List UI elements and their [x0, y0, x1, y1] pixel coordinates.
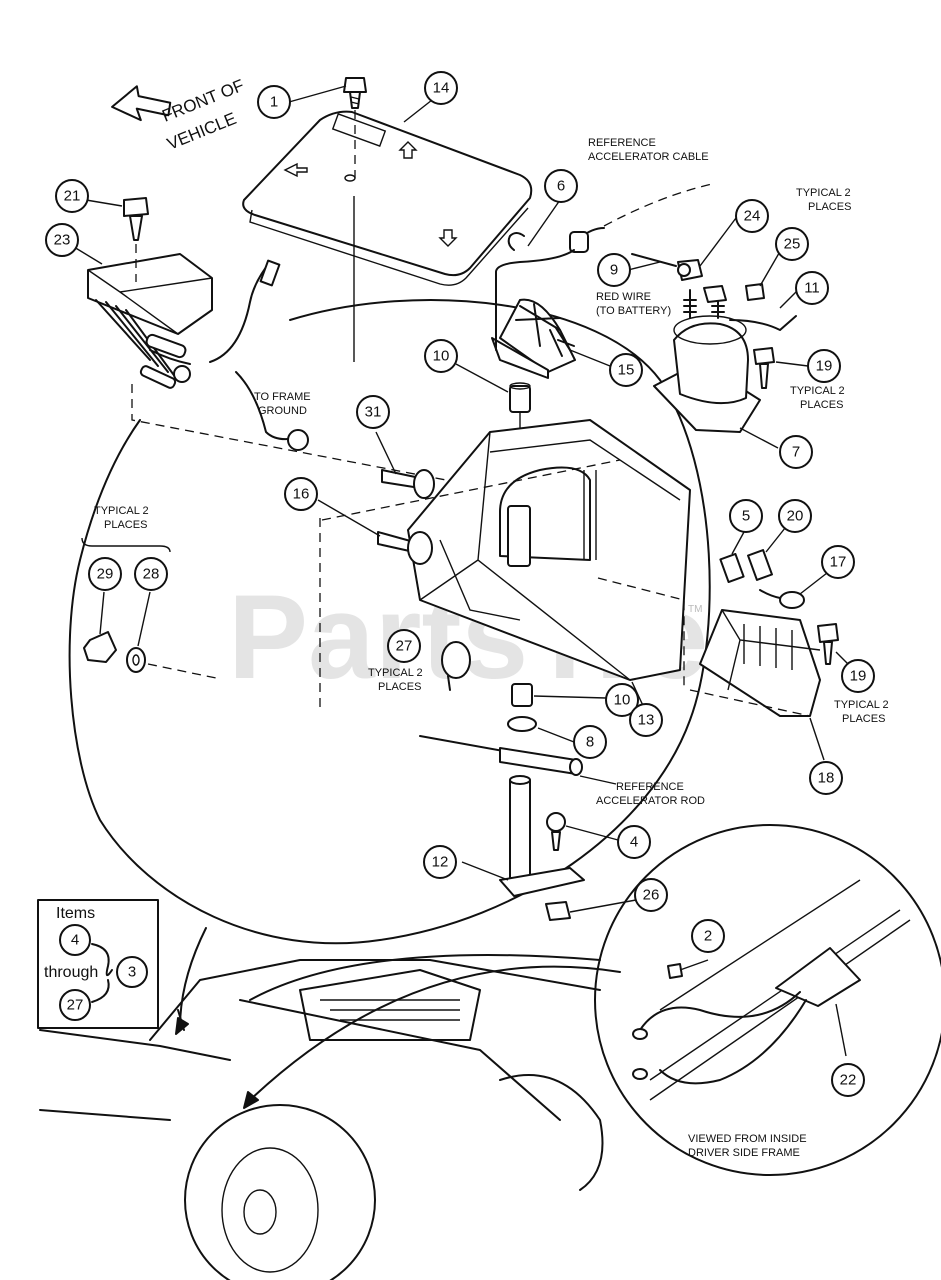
callout-16: 16 [293, 486, 310, 503]
callout-13: 13 [638, 712, 655, 729]
callout-10-top: 10 [433, 348, 450, 365]
screw-part-19-bottom [817, 623, 839, 665]
typical2-top-line2: PLACES [808, 201, 851, 213]
callout-24: 24 [744, 208, 761, 225]
callout-5: 5 [742, 508, 750, 525]
callout-10-bottom: 10 [614, 692, 631, 709]
clip-part-6 [507, 232, 525, 251]
callout-17: 17 [830, 554, 847, 571]
washer-part-28 [126, 647, 146, 673]
sensor-part-15 [491, 271, 576, 379]
legend-ref: 3 [128, 964, 136, 981]
callout-14: 14 [433, 80, 450, 97]
callout-15: 15 [618, 362, 635, 379]
callout-19-bottom: 19 [850, 668, 867, 685]
inset-circle [594, 824, 941, 1176]
pointer-arrow [249, 965, 621, 1101]
callout-7: 7 [792, 444, 800, 461]
nut-part-29 [83, 631, 117, 663]
typical2-27-line1: TYPICAL 2 [368, 667, 423, 679]
watermark-trademark: TM [688, 604, 702, 615]
callout-2: 2 [704, 928, 712, 945]
typical2-19a-line2: PLACES [800, 399, 843, 411]
callout-26: 26 [643, 887, 660, 904]
callout-25: 25 [784, 236, 801, 253]
nut-part-26 [545, 901, 571, 921]
legend-title: Items [56, 905, 95, 922]
callout-11: 11 [804, 280, 820, 297]
callout-21: 21 [64, 188, 81, 205]
typical2-19b-line1: TYPICAL 2 [834, 699, 889, 711]
bolt-part-31 [381, 469, 435, 499]
cover-part-14 [242, 110, 533, 286]
typical2-19a-line1: TYPICAL 2 [790, 385, 845, 397]
viewed-line1: VIEWED FROM INSIDE [688, 1133, 807, 1145]
red-wire-line1: RED WIRE [596, 291, 651, 303]
ref-cable-line1: REFERENCE [588, 137, 656, 149]
callout-6: 6 [557, 178, 565, 195]
ref-rod-line1: REFERENCE [616, 781, 684, 793]
callout-4: 4 [630, 834, 638, 851]
callout-20: 20 [787, 508, 804, 525]
to-frame-line2: GROUND [258, 405, 307, 417]
typical2-27-line2: PLACES [378, 681, 421, 693]
callout-28: 28 [143, 566, 160, 583]
callout-18: 18 [818, 770, 835, 787]
red-wire-line2: (TO BATTERY) [596, 305, 671, 317]
typical2-left-line1: TYPICAL 2 [94, 505, 149, 517]
callout-23: 23 [54, 232, 71, 249]
bushing-part-10-bottom [511, 683, 533, 707]
callout-29: 29 [97, 566, 114, 583]
callouts: 1 14 21 23 6 24 25 9 11 10 15 19 7 31 16… [45, 71, 875, 1097]
callout-27: 27 [396, 638, 413, 655]
callout-1: 1 [270, 94, 278, 111]
screw-part-19-top [753, 347, 775, 389]
bolt-part-16 [377, 531, 433, 565]
nut-part-25 [745, 283, 765, 301]
screw-part-1 [343, 77, 367, 109]
callout-19-top: 19 [816, 358, 833, 375]
legend-through: through [44, 964, 98, 981]
legend-item-to: 27 [67, 997, 84, 1014]
typical2-top-line1: TYPICAL 2 [796, 187, 851, 199]
legend-item-from: 4 [71, 932, 79, 949]
lever-part-12 [499, 775, 585, 897]
clamp-part-27 [441, 641, 471, 691]
to-frame-line1: TO FRAME [254, 391, 311, 403]
callout-8: 8 [586, 734, 594, 751]
solenoid-part-7 [653, 289, 797, 433]
viewed-line2: DRIVER SIDE FRAME [688, 1147, 800, 1159]
accelerator-rod [419, 735, 583, 776]
callout-9: 9 [610, 262, 618, 279]
typical2-19b-line2: PLACES [842, 713, 885, 725]
ball-stud-part-4 [546, 812, 566, 851]
detail-circle [68, 299, 711, 945]
fuse-block-part-18 [699, 549, 821, 717]
callout-22: 22 [840, 1072, 857, 1089]
items-legend-box [37, 899, 159, 1029]
callout-12: 12 [432, 854, 449, 871]
bracket-part-13 [407, 419, 691, 681]
washer-part-8 [507, 716, 537, 732]
ref-cable-line2: ACCELERATOR CABLE [588, 151, 709, 163]
screw-part-21 [123, 197, 149, 241]
module-part-23 [87, 253, 309, 451]
ref-rod-line2: ACCELERATOR ROD [596, 795, 705, 807]
typical2-left-line2: PLACES [104, 519, 147, 531]
bushing-part-10-top [509, 385, 531, 413]
front-arrow-icon [111, 85, 172, 122]
cart-illustration [39, 954, 604, 1280]
callout-31: 31 [365, 404, 382, 421]
